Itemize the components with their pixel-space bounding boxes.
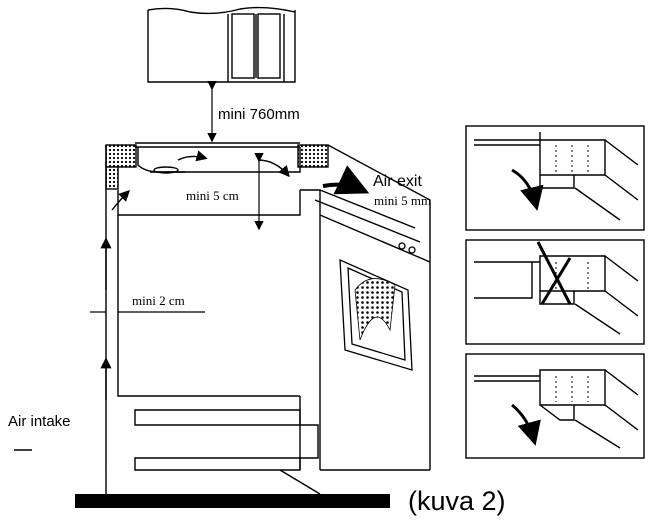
caption: (kuva 2) bbox=[408, 486, 506, 516]
detail-top bbox=[465, 125, 645, 231]
cooktop bbox=[137, 147, 301, 178]
min-height-label: mini 760mm bbox=[218, 106, 300, 123]
upper-cabinet bbox=[147, 6, 296, 83]
airflow-arrows bbox=[100, 165, 370, 400]
detail-middle bbox=[465, 239, 645, 345]
min-5mm-label: mini 5 mm bbox=[374, 193, 431, 208]
detail-bottom bbox=[465, 353, 645, 459]
oven-window-reflection bbox=[354, 278, 396, 341]
air-intake-label: Air intake bbox=[8, 413, 71, 430]
plinth bbox=[134, 409, 319, 471]
min-5cm-label: mini 5 cm bbox=[186, 188, 239, 203]
countertop bbox=[105, 142, 329, 190]
min-2cm-label: mini 2 cm bbox=[132, 293, 185, 308]
air-exit-label: Air exit bbox=[373, 173, 422, 190]
floor bbox=[75, 494, 390, 508]
